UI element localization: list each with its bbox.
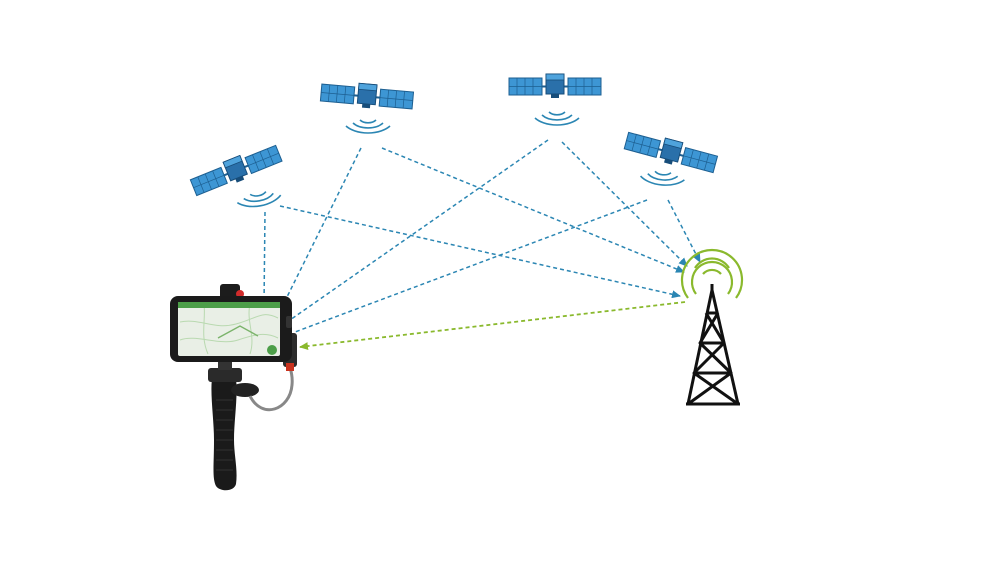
correction-link — [299, 301, 686, 351]
base-station-tower-icon — [680, 248, 744, 406]
satellite-icon — [508, 73, 602, 126]
satellite-icon — [187, 140, 285, 211]
link-sat2-tower — [381, 147, 685, 273]
satellite-icon — [319, 79, 415, 134]
link-sat1-receiver — [263, 211, 266, 306]
link-sat4-tower — [667, 199, 701, 263]
link-sat2-receiver — [282, 147, 362, 306]
satellite-to-receiver-links — [263, 139, 648, 333]
link-sat3-tower — [561, 141, 688, 267]
satellite-to-tower-links — [279, 141, 701, 299]
link-sat1-tower — [279, 205, 681, 299]
gnss-receiver-handheld-icon — [170, 284, 297, 491]
satellite-icon — [622, 127, 720, 188]
link-sat3-receiver — [289, 139, 549, 321]
